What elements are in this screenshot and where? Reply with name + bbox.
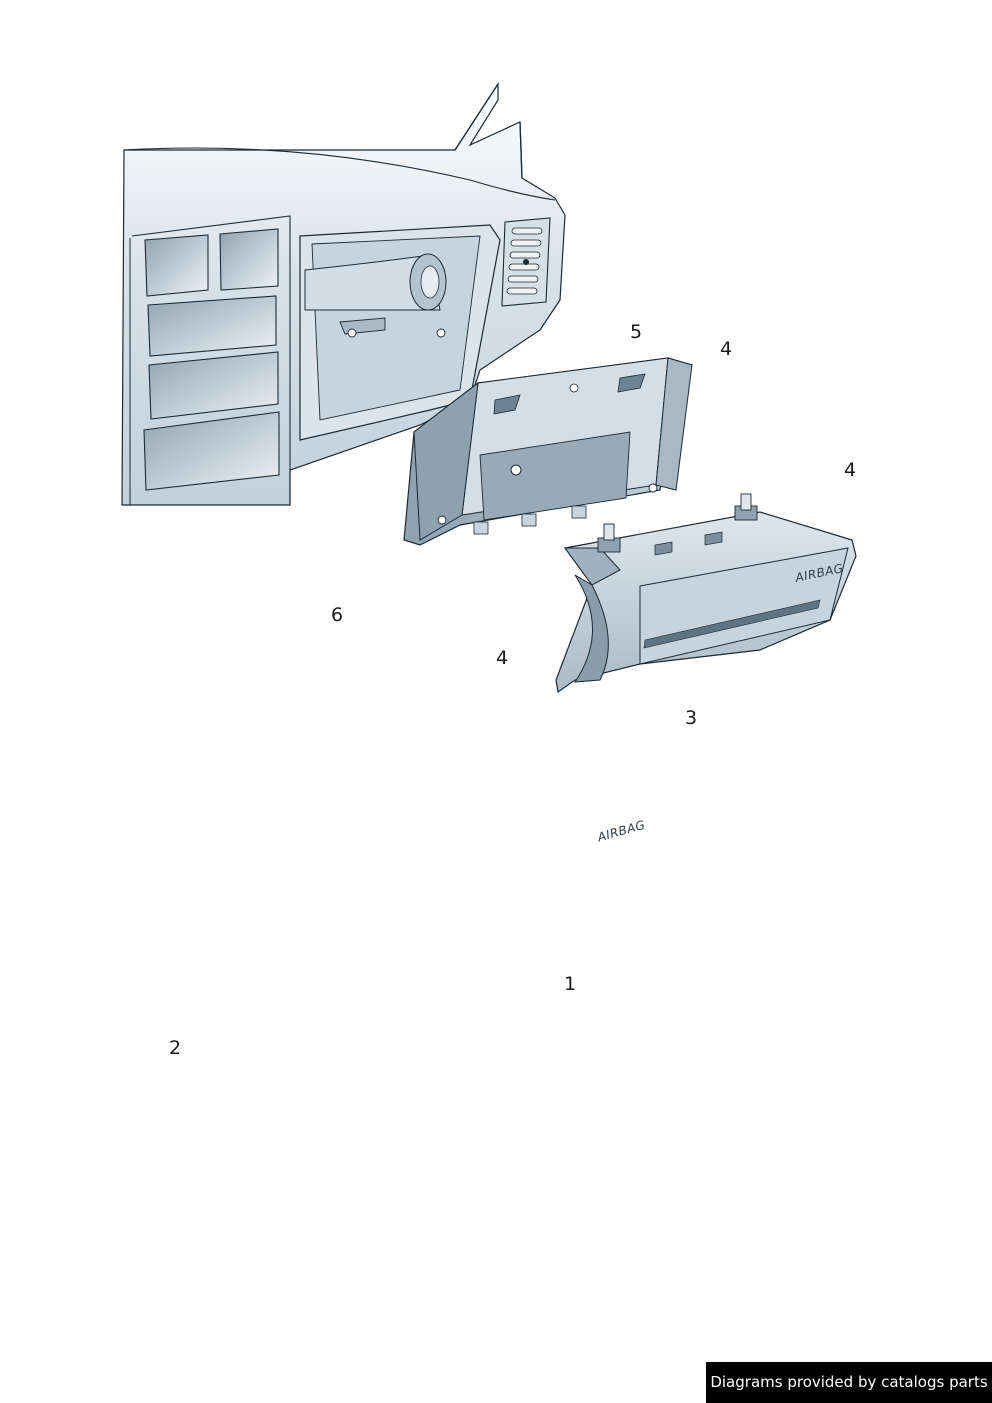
- label-part-1: 1: [563, 973, 577, 995]
- label-part-4-upper: 4: [719, 338, 733, 360]
- dashboard-panel: [121, 81, 566, 506]
- label-part-3: 3: [684, 707, 698, 729]
- label-part-4-lower: 4: [495, 647, 509, 669]
- label-part-2: 2: [168, 1037, 182, 1059]
- glovebox-housing: [403, 357, 694, 546]
- catalog-credit-banner: Diagrams provided by catalogs parts: [706, 1362, 992, 1403]
- label-part-4-right: 4: [843, 459, 857, 481]
- label-part-6: 6: [330, 604, 344, 626]
- glovebox-lid: [555, 493, 857, 694]
- label-part-5: 5: [629, 321, 643, 343]
